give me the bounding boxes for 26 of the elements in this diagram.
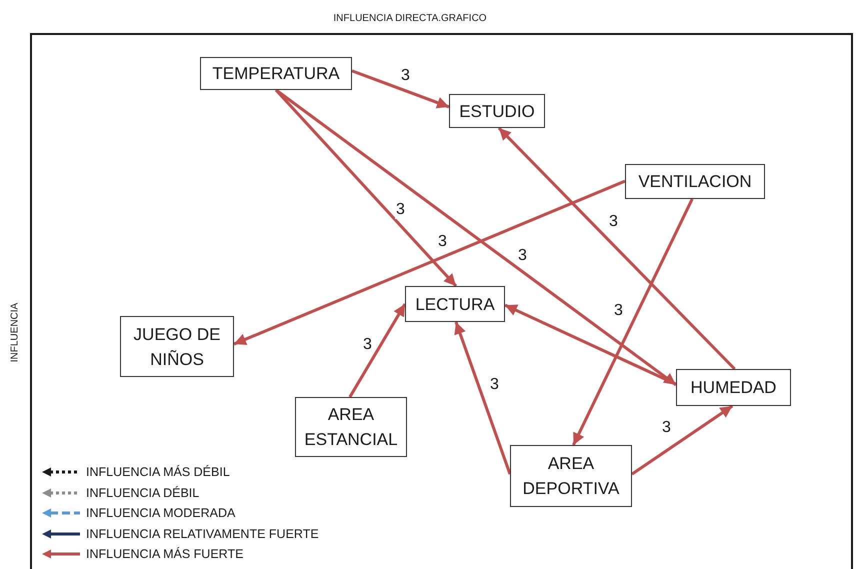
arrow — [631, 404, 734, 476]
arrow — [274, 88, 458, 288]
legend-text: INFLUENCIA MÁS DÉBIL — [86, 464, 230, 481]
legend-text: INFLUENCIA MÁS FUERTE — [86, 546, 244, 563]
arrow — [233, 180, 626, 346]
node-box: JUEGO DE NIÑOS — [120, 316, 234, 377]
axis-label: INFLUENCIA — [8, 302, 22, 364]
arrow — [351, 69, 450, 108]
arrow — [504, 304, 677, 386]
node-box: VENTILACION — [625, 164, 765, 199]
arrow — [454, 322, 512, 475]
node-box: AREA ESTANCIAL — [295, 397, 407, 457]
arrow — [275, 88, 677, 386]
edge-label: 3 — [395, 201, 406, 219]
node-box: AREA DEPORTIVA — [510, 445, 632, 507]
legend-text: INFLUENCIA MODERADA — [86, 505, 236, 522]
chart-title: INFLUENCIA DIRECTA.GRAFICO — [332, 12, 488, 26]
legend-text: INFLUENCIA RELATIVAMENTE FUERTE — [86, 526, 319, 542]
legend-text: INFLUENCIA DÉBIL — [86, 484, 200, 502]
arrow — [498, 126, 736, 370]
arrow — [572, 198, 694, 446]
arrow — [348, 303, 406, 398]
node-box: HUMEDAD — [676, 369, 791, 406]
node-box: LECTURA — [405, 286, 505, 322]
node-box: ESTUDIO — [449, 94, 545, 128]
node-box: TEMPERATURA — [200, 57, 352, 90]
